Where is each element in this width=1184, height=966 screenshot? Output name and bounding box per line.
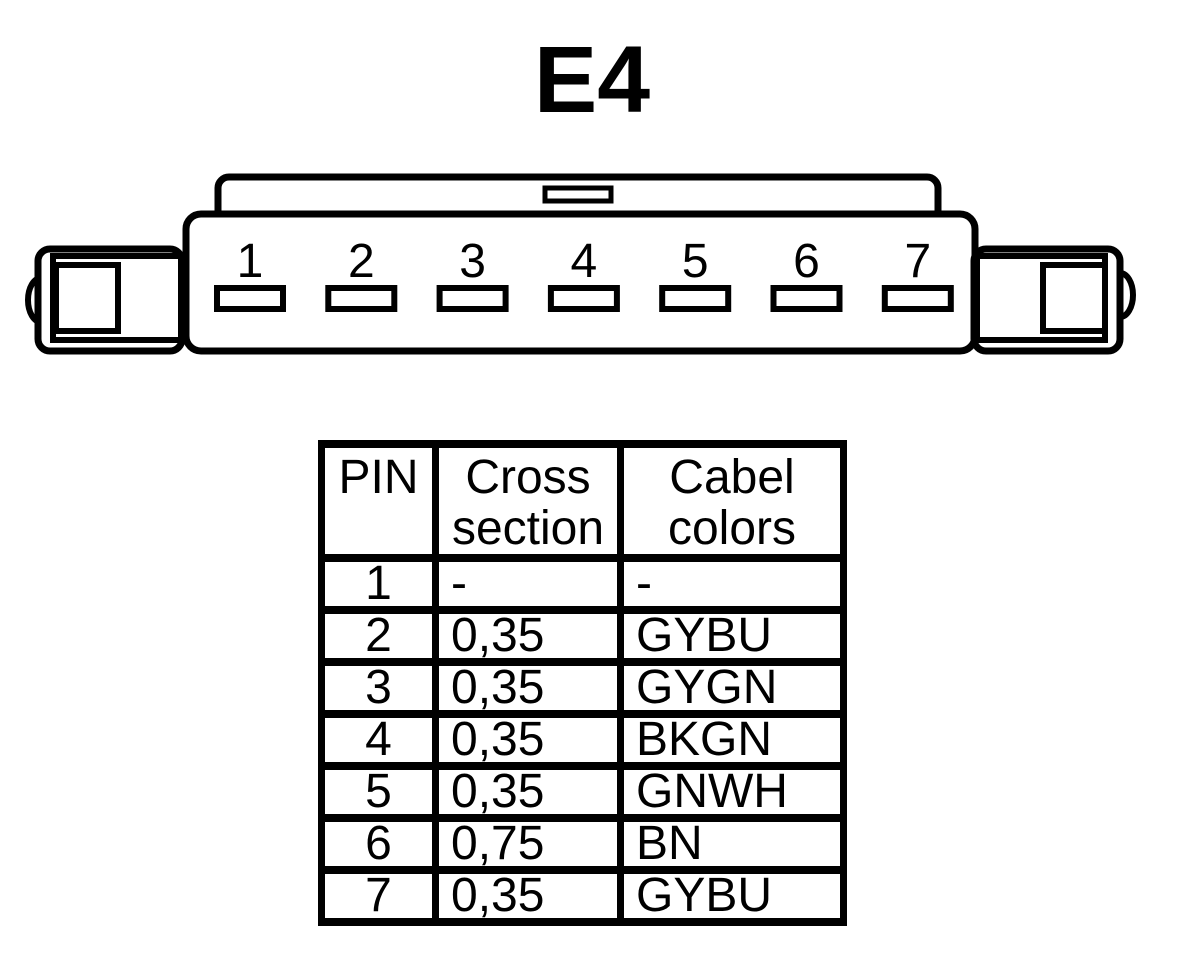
cell-cable-colors: GYBU [617,606,847,666]
cell-pin: 7 [318,866,439,926]
pin-number-label: 2 [348,235,375,288]
cell-cross-section: 0,35 [432,762,624,822]
cell-pin: 6 [318,814,439,874]
pin-slot [770,285,843,312]
cell-cable-colors: GYBU [617,866,847,926]
cell-cable-colors: GNWH [617,762,847,822]
pin-number-label: 6 [793,235,820,288]
connector-pins: 1 2 3 4 5 6 7 [214,235,954,312]
cell-cable-colors: BKGN [617,710,847,770]
connector-right-latch [1040,262,1108,334]
table-header-row: PIN Cross section Cabel colors [318,440,847,562]
pin-number-label: 5 [682,235,709,288]
table-header-cross-section: Cross section [432,440,624,562]
table-row: 1-- [318,554,847,614]
cell-cross-section: 0,35 [432,710,624,770]
cell-pin: 2 [318,606,439,666]
cell-cross-section: 0,35 [432,866,624,926]
cell-pin: 1 [318,554,439,614]
connector-diagram: 1 2 3 4 5 6 7 [25,173,1136,355]
table-header-pin: PIN [318,440,439,562]
cell-pin: 4 [318,710,439,770]
pin-slot [214,285,286,312]
cell-pin: 3 [318,658,439,718]
pin-slot [325,285,398,312]
page-title: E4 [533,27,651,133]
pinout-table-head: PIN Cross section Cabel colors [318,440,847,562]
cell-cross-section: 0,75 [432,814,624,874]
pin-number-label: 7 [904,235,931,288]
pin-number-label: 4 [571,235,598,288]
cell-cross-section: - [432,554,624,614]
cell-pin: 5 [318,762,439,822]
pin-slot [659,285,732,312]
connector-left-latch [53,262,121,334]
cell-cable-colors: - [617,554,847,614]
pin-number-label: 1 [237,235,264,288]
connector-top-slot [542,185,614,204]
cell-cross-section: 0,35 [432,606,624,666]
cell-cross-section: 0,35 [432,658,624,718]
table-header-cable-colors: Cabel colors [617,440,847,562]
pin-slot [547,285,620,312]
pin-number-label: 3 [459,235,486,288]
cell-cable-colors: GYGN [617,658,847,718]
cell-cable-colors: BN [617,814,847,874]
pin-slot [436,285,509,312]
pin-slot [881,285,954,312]
